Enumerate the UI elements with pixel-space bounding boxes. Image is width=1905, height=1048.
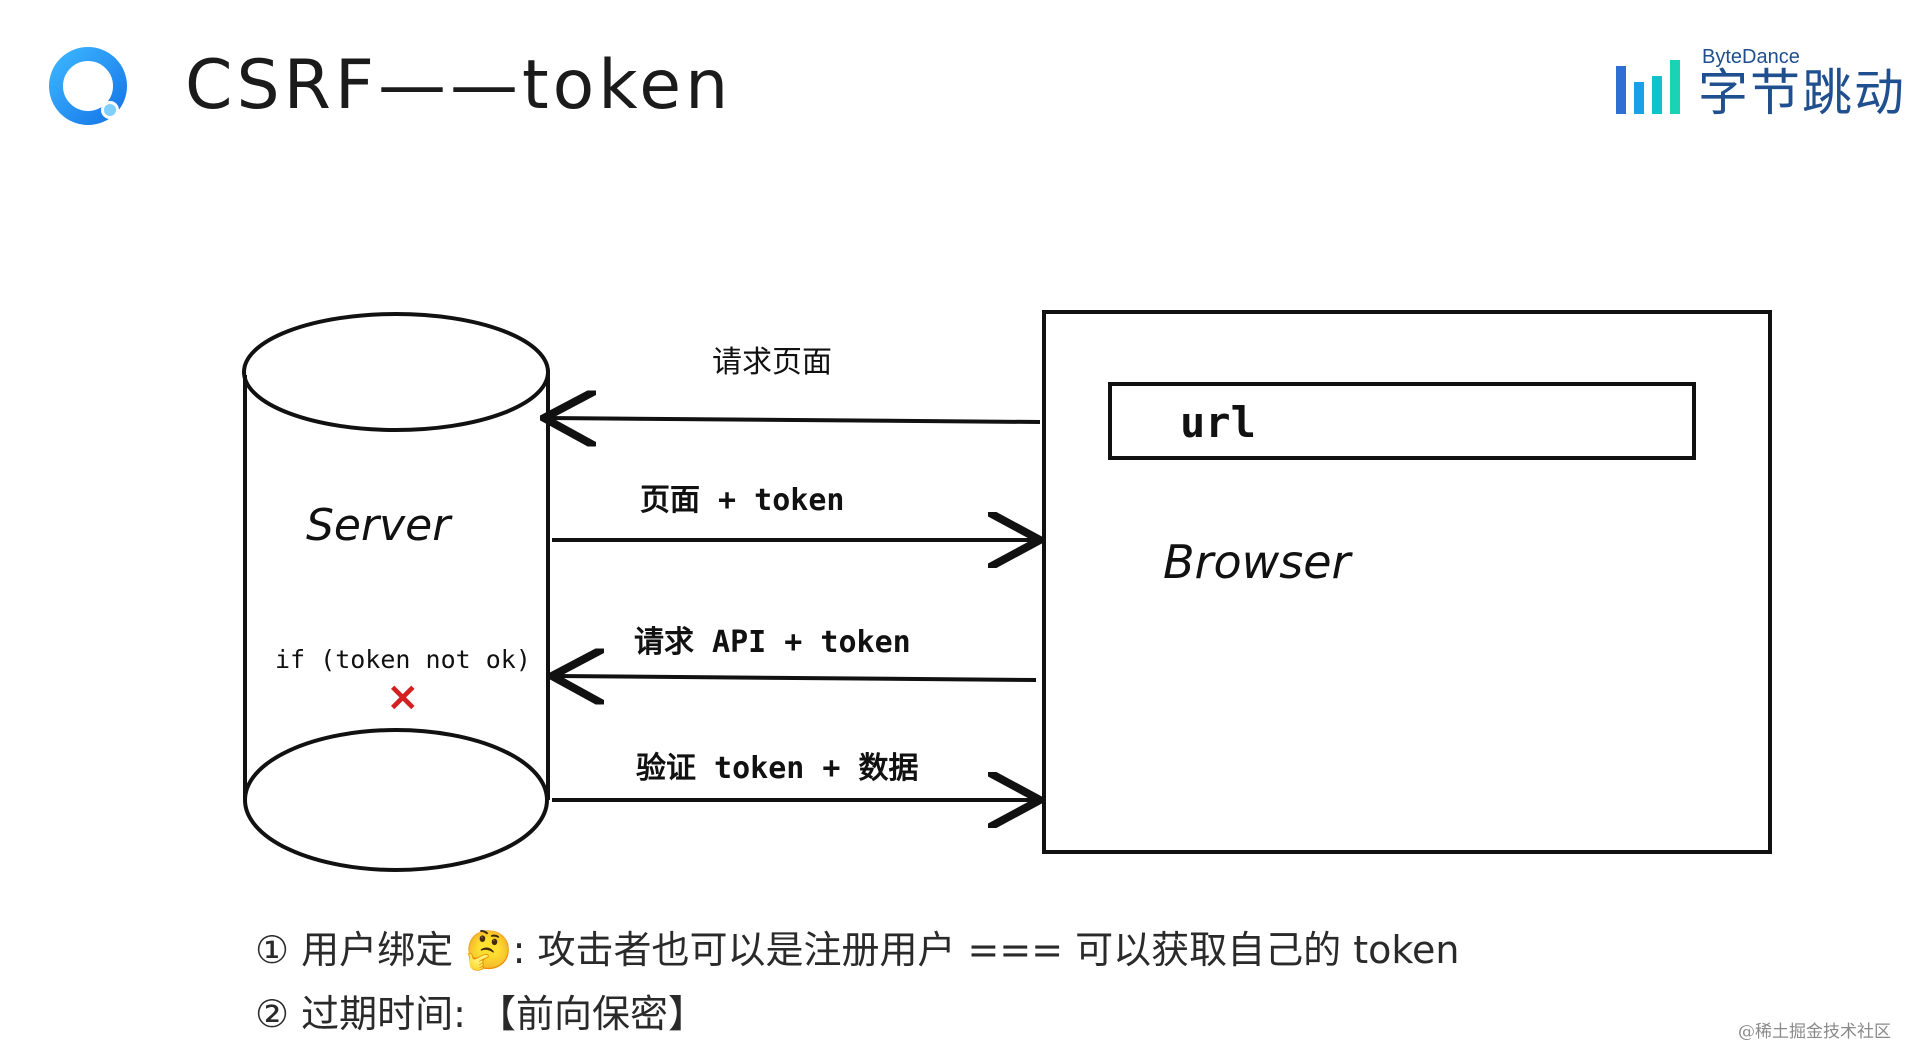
arrow-label-request-api: 请求 API + token (634, 625, 911, 660)
reject-icon: × (386, 674, 420, 720)
arrow-request-api (556, 676, 1037, 680)
brand-name-en: ByteDance (1702, 46, 1800, 68)
note-marker: ② (255, 992, 290, 1036)
url-label: url (1180, 398, 1256, 447)
note-text: 过期时间: 【前向保密】 (301, 992, 707, 1036)
notes-list: ① 用户绑定 🤔: 攻击者也可以是注册用户 === 可以获取自己的 token … (255, 918, 1459, 1046)
footer-credit: @稀土掘金技术社区 (1738, 1022, 1891, 1042)
app-logo-icon (49, 47, 127, 125)
arrow-label-page-token: 页面 + token (640, 483, 845, 518)
server-label: Server (306, 500, 453, 551)
note-item: ① 用户绑定 🤔: 攻击者也可以是注册用户 === 可以获取自己的 token (255, 918, 1459, 982)
arrow-request-page (548, 418, 1041, 422)
browser-label: Browser (1163, 535, 1354, 589)
page-title: CSRF——token (185, 46, 733, 125)
browser-window (1042, 310, 1772, 854)
note-marker: ① (255, 928, 290, 972)
arrow-label-verify-token: 验证 token + 数据 (636, 751, 919, 786)
brand-name-cn: 字节跳动 (1698, 64, 1905, 122)
url-bar (1108, 382, 1696, 460)
brand-bars-icon (1616, 60, 1680, 114)
note-text: 用户绑定 🤔: 攻击者也可以是注册用户 === 可以获取自己的 token (301, 928, 1460, 972)
server-check-label: if (token not ok) (275, 645, 531, 674)
arrow-label-request-page: 请求页面 (712, 345, 832, 380)
brand-logo: ByteDance 字节跳动 (1610, 44, 1904, 124)
note-item: ② 过期时间: 【前向保密】 (255, 982, 1459, 1046)
server-cylinder (242, 312, 550, 872)
